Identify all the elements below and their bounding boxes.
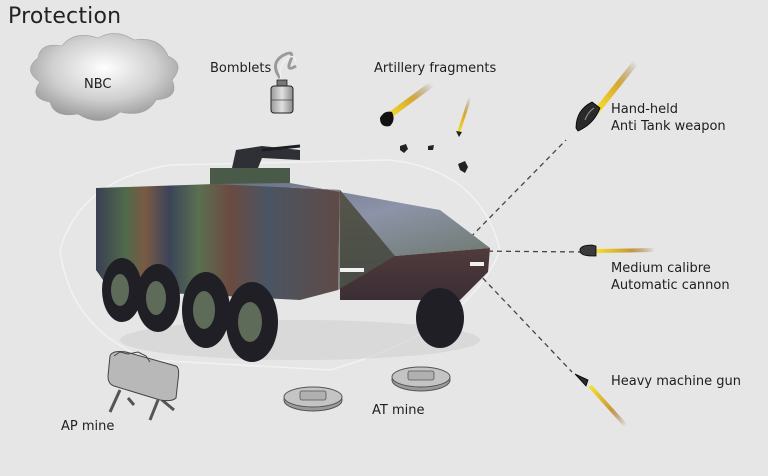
at-weapon-line1: Hand-held — [611, 102, 679, 117]
fragments-icon — [380, 81, 472, 173]
vehicle-boxer — [96, 144, 490, 362]
artillery-fragments-label: Artillery fragments — [374, 61, 497, 76]
ap-mine-label: AP mine — [61, 419, 115, 434]
rocket-icon — [575, 59, 639, 132]
at-weapon-line2: Anti Tank weapon — [611, 119, 726, 134]
at-mine-icon — [283, 366, 451, 412]
ap-mine-icon — [107, 351, 180, 421]
medium-calibre-label: Medium calibre Automatic cannon — [611, 260, 730, 294]
at-weapon-label: Hand-held Anti Tank weapon — [611, 101, 726, 135]
bullet-icon — [574, 373, 628, 428]
shell-icon — [579, 244, 656, 257]
cloud-icon — [30, 33, 179, 121]
at-mine-label: AT mine — [372, 403, 425, 418]
medium-calibre-line1: Medium calibre — [611, 261, 711, 276]
page-title: Protection — [8, 4, 122, 29]
nbc-label: NBC — [84, 77, 112, 92]
heavy-mg-label: Heavy machine gun — [611, 374, 741, 389]
bomblets-label: Bomblets — [210, 61, 272, 76]
medium-calibre-line2: Automatic cannon — [611, 278, 730, 293]
bomblet-icon — [270, 51, 297, 114]
